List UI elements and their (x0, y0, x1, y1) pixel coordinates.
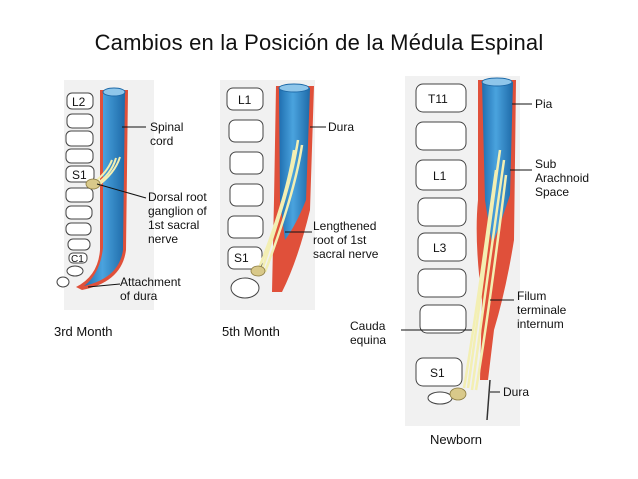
vertebra-l3 (417, 232, 467, 262)
label-attach-2: of dura (120, 289, 158, 303)
page-title: Cambios en la Posición de la Médula Espi… (94, 30, 544, 55)
spinal-cord (84, 92, 125, 286)
label-drg-1: Dorsal root (148, 190, 207, 204)
vertebrae-column (226, 87, 264, 299)
vertebra-s1 (65, 165, 95, 183)
label-drg-4: nerve (148, 232, 178, 246)
label-filum-2: terminale (517, 303, 567, 317)
vertebra-l1 (415, 159, 467, 191)
label-sub-1: Sub (535, 157, 557, 171)
vertebra-label-l3: L3 (433, 241, 447, 255)
vertebra-label-t11: T11 (428, 92, 448, 106)
vertebra-label-c1: C1 (71, 254, 84, 265)
vertebra-label-s1: S1 (72, 168, 87, 182)
label-dura: Dura (328, 120, 354, 134)
label-drg-3: 1st sacral (148, 218, 199, 232)
vertebra-label-s1: S1 (234, 251, 249, 265)
vertebra-label-l1: L1 (238, 93, 252, 107)
caption-fifth-month: 5th Month (222, 324, 280, 339)
vertebra-s1 (415, 357, 463, 387)
vertebrae-column (415, 83, 467, 405)
label-spinal-cord-1: Spinal (150, 120, 183, 134)
vertebra-label-s1: S1 (430, 366, 445, 380)
label-cauda-2: equina (350, 333, 386, 347)
dorsal-root-ganglion (250, 265, 266, 277)
caption-newborn: Newborn (430, 432, 483, 447)
lengthened-nerve-root (257, 139, 304, 273)
vertebra-label-l1: L1 (433, 169, 447, 183)
dorsal-root-ganglion (449, 387, 467, 401)
label-spinal-cord-2: cord (150, 134, 173, 148)
filum-terminale-externum (486, 379, 491, 421)
panel-newborn: T11 L1 L3 S1 Pia Sub Arachnoid Space Fil… (350, 76, 589, 426)
label-filum-3: internum (517, 317, 564, 331)
label-cauda-1: Cauda (350, 319, 386, 333)
label-root-2: root of 1st (313, 233, 367, 247)
dorsal-root-ganglion (85, 178, 101, 190)
panel-third-month: L2 S1 C1 Spinal cord Dorsal root ganglio… (56, 80, 207, 310)
cauda-equina (462, 149, 508, 391)
label-root-3: sacral nerve (313, 247, 379, 261)
vertebra-l1 (226, 87, 264, 111)
label-filum-1: Filum (517, 289, 546, 303)
vertebra-label-l2: L2 (72, 95, 86, 109)
label-pia: Pia (535, 97, 553, 111)
vertebra-t11 (415, 83, 467, 113)
label-root-1: Lengthened (313, 219, 376, 233)
label-attach-1: Attachment (120, 275, 181, 289)
label-dura: Dura (503, 385, 529, 399)
label-sub-2: Arachnoid (535, 171, 589, 185)
vertebrae-column (56, 92, 95, 288)
vertebra-c1 (68, 252, 88, 264)
label-sub-3: Space (535, 185, 569, 199)
caption-third-month: 3rd Month (54, 324, 113, 339)
vertebra-l2 (66, 92, 94, 110)
label-drg-2: ganglion of (148, 204, 207, 218)
panel-fifth-month: L1 S1 Dura Lengthened root of 1st sacral… (220, 80, 379, 310)
